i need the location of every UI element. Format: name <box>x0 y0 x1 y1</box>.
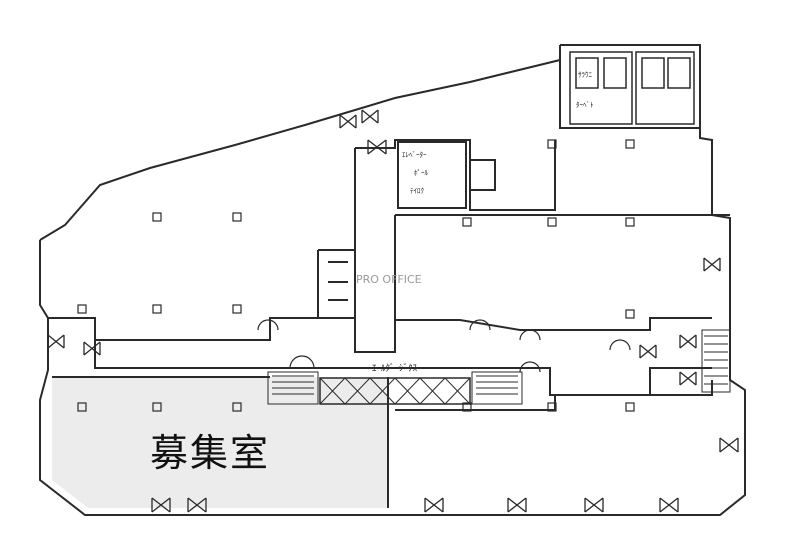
column <box>625 217 635 227</box>
door-swing <box>609 339 631 351</box>
window-symbol <box>361 109 379 124</box>
stair-west <box>267 371 319 405</box>
column <box>77 304 87 314</box>
west-office-wall <box>48 148 356 341</box>
window-symbol <box>47 334 65 349</box>
column <box>232 212 242 222</box>
upper-box-1 <box>569 51 633 125</box>
window-symbol <box>424 497 444 513</box>
column <box>152 304 162 314</box>
service-room <box>397 141 467 209</box>
vacant-room-area <box>52 377 388 508</box>
column <box>462 402 472 412</box>
door-swing <box>519 329 541 341</box>
column <box>77 402 87 412</box>
window-symbol <box>507 497 527 513</box>
upper-room-label-2: ﾀｰﾍﾞﾄ <box>576 101 594 109</box>
door-swing <box>289 355 315 369</box>
window-symbol <box>719 437 739 453</box>
corridor-label: ｴｰﾙﾀﾞｰｼﾞｸｽ <box>372 364 418 374</box>
column <box>547 139 557 149</box>
window-symbol <box>187 497 207 513</box>
window-symbol <box>679 334 697 349</box>
window-symbol <box>639 344 657 359</box>
stair-east <box>471 371 523 405</box>
window-symbol <box>339 114 357 129</box>
column <box>152 402 162 412</box>
column <box>547 217 557 227</box>
column <box>462 217 472 227</box>
upper-room-label-1: ｻﾗｳﾆ <box>578 71 592 79</box>
window-symbol <box>659 497 679 513</box>
east-office <box>394 214 712 331</box>
window-symbol <box>151 497 171 513</box>
elevator-cross <box>319 377 471 405</box>
shaft-east <box>470 159 730 216</box>
column <box>625 139 635 149</box>
column <box>232 402 242 412</box>
stair-hatch <box>272 375 518 395</box>
door-swing <box>469 319 491 331</box>
column <box>625 402 635 412</box>
watermark: PRO OFFICE <box>356 273 422 286</box>
upper-box-2 <box>635 51 695 125</box>
ramp-east <box>701 329 731 393</box>
vacant-room-label: 募集室 <box>150 431 271 475</box>
column <box>625 309 635 319</box>
south-partitions <box>387 377 713 508</box>
column <box>232 304 242 314</box>
service-room-label-3: ﾃｲﾛｸ <box>410 187 424 195</box>
column <box>152 212 162 222</box>
central-core <box>355 139 556 211</box>
window-symbol <box>367 139 387 155</box>
upper-box-2a <box>641 57 665 89</box>
lavatory-block <box>317 249 355 318</box>
upper-box-1a <box>575 57 599 89</box>
door-swing <box>519 361 541 373</box>
service-room-label-2: ﾎﾟｰﾙ <box>414 169 428 177</box>
corridor-north <box>94 318 396 369</box>
corridor-south <box>52 367 712 396</box>
window-symbol <box>584 497 604 513</box>
upper-box-2b <box>667 57 691 89</box>
upper-box-1b <box>603 57 627 89</box>
window-symbol <box>703 257 721 272</box>
window-symbol <box>83 341 101 356</box>
column <box>547 402 557 412</box>
window-symbol <box>679 371 697 386</box>
tower-block <box>559 45 700 129</box>
service-room-label-1: ｴﾚﾍﾞｰﾀｰ <box>402 151 427 159</box>
ramp-hatch <box>704 335 728 385</box>
door-swing <box>257 319 279 331</box>
